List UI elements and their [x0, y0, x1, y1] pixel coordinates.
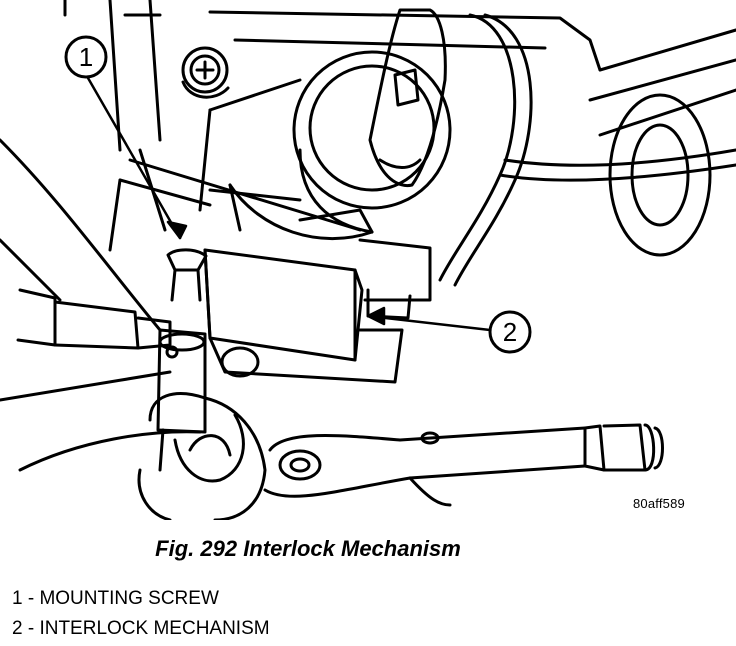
art-code-label: 80aff589: [633, 496, 685, 511]
column-bearing: [608, 93, 712, 257]
technician-hand: [137, 392, 267, 520]
ignition-lock-cylinder: [198, 50, 452, 240]
legend-item-interlock-mechanism: 2 - INTERLOCK MECHANISM: [12, 618, 270, 639]
callout-2-number: 2: [503, 317, 517, 347]
interlock-mechanism-body: [203, 238, 432, 384]
ignition-key: [368, 8, 447, 188]
bracket-screw-icon: [181, 46, 230, 99]
cable: [438, 13, 736, 287]
wiring-connector: [16, 288, 172, 350]
leader-2: [366, 314, 492, 332]
legend-item-mounting-screw: 1 - MOUNTING SCREW: [12, 588, 219, 609]
mounting-screw-icon: [166, 248, 208, 302]
leader-1: [86, 76, 182, 240]
legend: 1 - MOUNTING SCREW 2 - INTERLOCK MECHANI…: [12, 584, 270, 644]
figure-caption: Fig. 292 Interlock Mechanism: [155, 536, 461, 561]
callout-leaders: [86, 76, 492, 332]
interlock-mechanism-illustration: 1 2: [0, 0, 736, 520]
ratchet-handle: [263, 423, 664, 507]
callout-2: [488, 310, 532, 354]
socket-extension: [156, 328, 207, 472]
callout-1: [64, 35, 108, 79]
callout-1-number: 1: [79, 42, 93, 72]
